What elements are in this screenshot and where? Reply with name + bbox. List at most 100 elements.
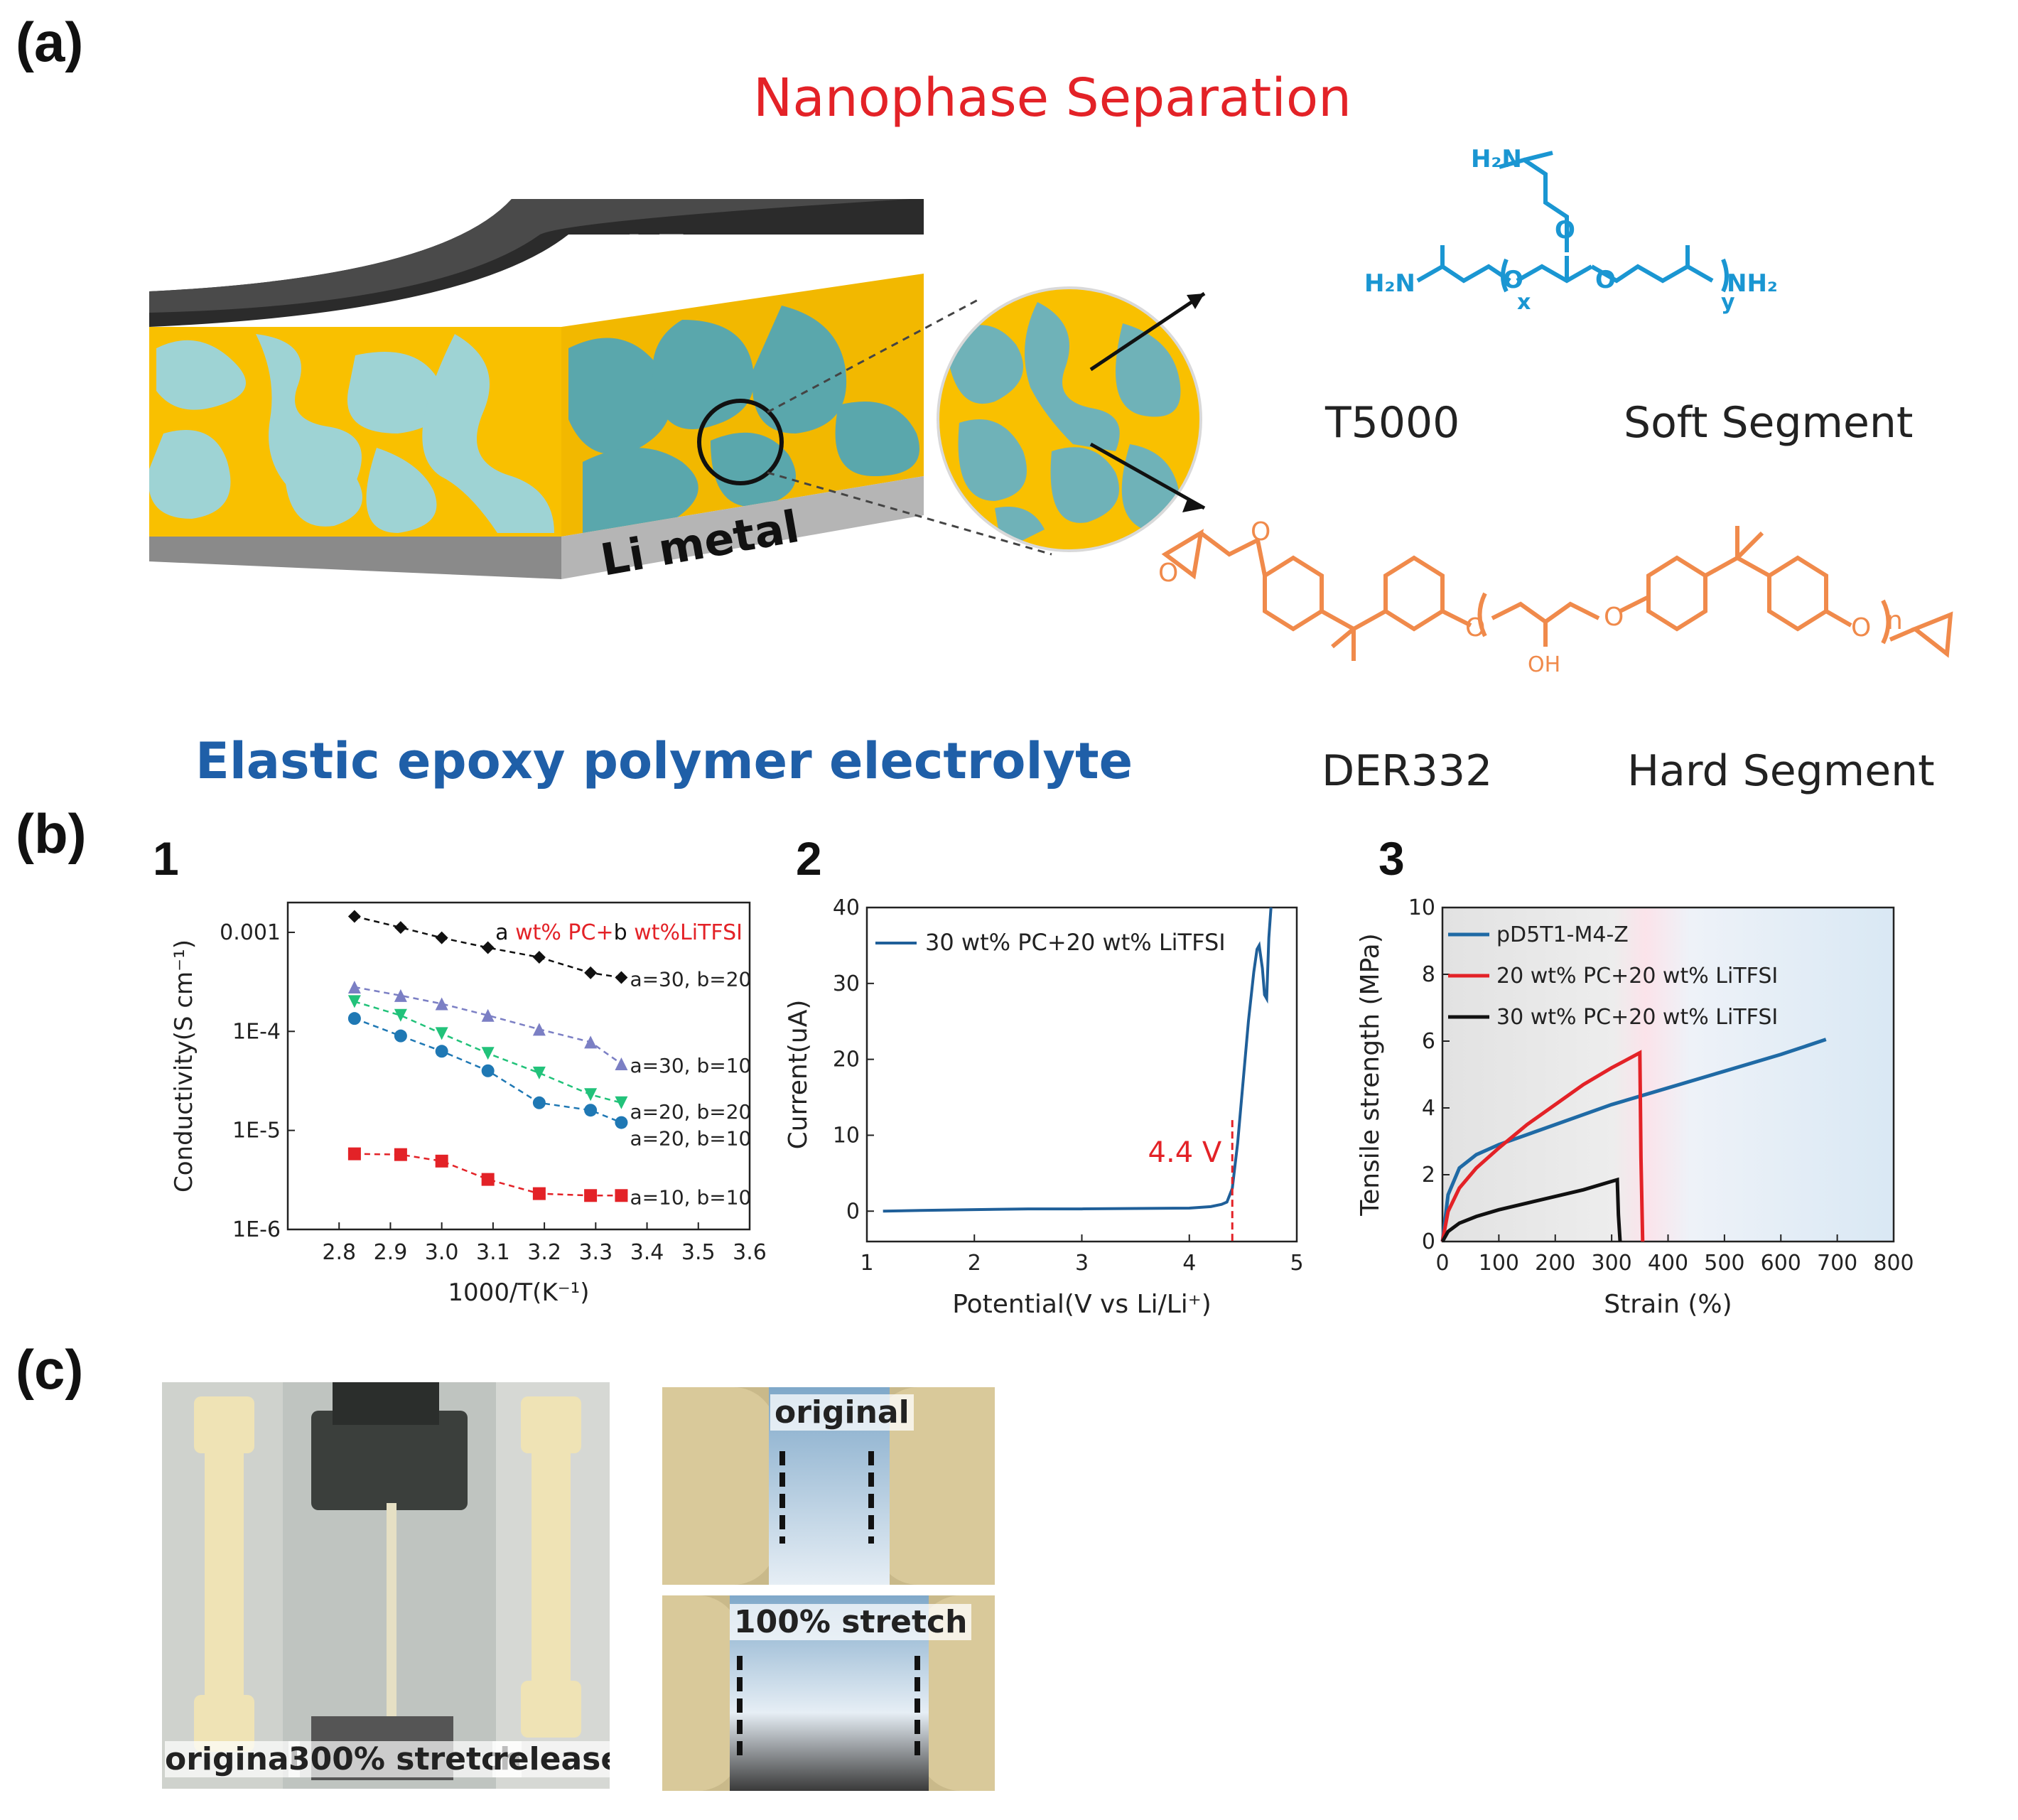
x-tick-label: 200: [1535, 1251, 1575, 1276]
x-tick-label: 3.3: [578, 1240, 613, 1265]
series-label: a=30, b=20: [630, 967, 751, 991]
data-point: [584, 1104, 598, 1117]
data-point: [394, 921, 407, 935]
x-tick-label: 700: [1817, 1251, 1857, 1276]
lsv-curve: [883, 907, 1273, 1213]
tensile-curve: [1440, 1050, 1645, 1242]
data-point: [394, 989, 407, 1002]
data-point: [394, 1148, 407, 1161]
legend-title: a wt% PC+b wt%LiTFSI: [495, 920, 743, 945]
x-tick-label: 3.4: [630, 1240, 664, 1265]
data-point: [435, 997, 448, 1011]
li-anode-side: [561, 476, 924, 579]
electrolyte-front: [149, 327, 561, 537]
data-point: [584, 1088, 598, 1102]
legend-entry: 30 wt% PC+20 wt% LiTFSI: [925, 929, 1226, 956]
x-tick-label: 2: [968, 1251, 981, 1276]
x-tick-label: 3.6: [733, 1240, 767, 1265]
der332-o-ether2: O: [1465, 613, 1485, 642]
data-point: [435, 1045, 448, 1058]
t5000-o2: O: [1595, 266, 1616, 294]
data-point: [481, 1008, 495, 1022]
data-point: [532, 1066, 546, 1079]
t5000-o1: O: [1503, 266, 1523, 294]
t5000-o3: O: [1555, 216, 1575, 244]
y-axis-label: Current(uA): [784, 1000, 813, 1150]
der332-o-ether3: O: [1604, 603, 1624, 632]
der332-n: n: [1887, 606, 1903, 635]
x-tick-label: 2.9: [374, 1240, 408, 1265]
battery-illustration: LFP Li metal: [149, 199, 1052, 586]
caption-300-stretch: 300% stretch: [288, 1741, 522, 1777]
y-tick-label: 4: [1422, 1096, 1435, 1121]
x-tick-label: 2.8: [322, 1240, 356, 1265]
x-tick-label: 300: [1591, 1251, 1631, 1276]
caption-film-stretch: 100% stretch: [730, 1604, 972, 1640]
original-film-photo: original: [662, 1387, 995, 1585]
data-point: [584, 1189, 598, 1202]
y-tick-label: 1E-4: [232, 1019, 281, 1044]
data-point: [615, 971, 628, 984]
data-point: [347, 980, 361, 994]
series-label: a=20, b=10: [630, 1127, 751, 1151]
panel-b-sub1: 1: [153, 832, 179, 885]
y-tick-label: 6: [1422, 1029, 1435, 1054]
y-tick-label: 10: [1408, 895, 1435, 920]
t5000-nh2-right: NH₂: [1727, 269, 1778, 298]
x-tick-label: 3.0: [425, 1240, 459, 1265]
data-point: [481, 1047, 495, 1060]
data-point: [481, 1173, 495, 1186]
y-tick-label: 40: [833, 895, 860, 920]
soft-role: Soft Segment: [1624, 398, 1914, 448]
y-tick-label: 20: [833, 1048, 860, 1072]
x-tick-label: 800: [1873, 1251, 1914, 1276]
panel-b-sub3: 3: [1378, 832, 1405, 885]
panel-a-label: (a): [16, 11, 84, 73]
t5000-y: y: [1721, 290, 1735, 315]
x-tick-label: 3: [1075, 1251, 1089, 1276]
y-tick-label: 1E-5: [232, 1119, 281, 1143]
t5000-nh2-left: H₂N: [1364, 269, 1415, 298]
data-point: [532, 1096, 546, 1109]
y-tick-label: 30: [833, 971, 860, 996]
data-point: [532, 1023, 546, 1036]
nanophase-title: Nanophase Separation: [753, 68, 1352, 129]
series-label: a=30, b=10: [630, 1054, 751, 1077]
t5000-nh2-top: H₂N: [1471, 145, 1522, 173]
caption-film-original: original: [770, 1394, 914, 1431]
zoom-selection: [697, 399, 784, 485]
panel-c-label: (c): [16, 1338, 84, 1401]
plot-frame: [286, 901, 751, 1231]
data-point: [347, 1147, 361, 1161]
data-point: [532, 1187, 546, 1200]
x-tick-label: 5: [1290, 1251, 1303, 1276]
y-tick-label: 10: [833, 1123, 860, 1148]
x-tick-label: 400: [1648, 1251, 1688, 1276]
data-point: [435, 931, 448, 944]
y-tick-label: 0: [846, 1199, 860, 1224]
panel-b-label: (b): [16, 802, 87, 865]
y-axis-label: Conductivity(S cm⁻¹): [170, 939, 198, 1192]
y-tick-label: 0: [1422, 1229, 1435, 1254]
x-tick-label: 3.2: [527, 1240, 561, 1265]
x-tick-label: 4: [1182, 1251, 1196, 1276]
t5000-x: x: [1517, 290, 1531, 315]
data-point: [435, 1027, 448, 1040]
zoomed-phase-circle: [937, 286, 1206, 552]
der332-oh: OH: [1528, 652, 1560, 677]
der332-o-epoxide: O: [1158, 559, 1178, 588]
electrolyte-side: [561, 274, 924, 537]
data-point: [584, 966, 598, 979]
legend-entry: pD5T1-M4-Z: [1496, 922, 1629, 947]
x-tick-label: 1: [860, 1251, 873, 1276]
stretched-film-photo: 100% stretch: [662, 1595, 995, 1791]
data-point: [347, 995, 361, 1008]
y-tick-label: 8: [1422, 962, 1435, 987]
t5000-structure: H₂N H₂N NH₂ O O O x y: [1364, 145, 1778, 315]
data-point: [615, 1116, 628, 1129]
tensile-test-photo: original 300% stretch release: [162, 1382, 610, 1789]
data-point: [347, 910, 361, 923]
hard-name: DER332: [1322, 746, 1493, 796]
caption-original: original: [165, 1741, 300, 1777]
